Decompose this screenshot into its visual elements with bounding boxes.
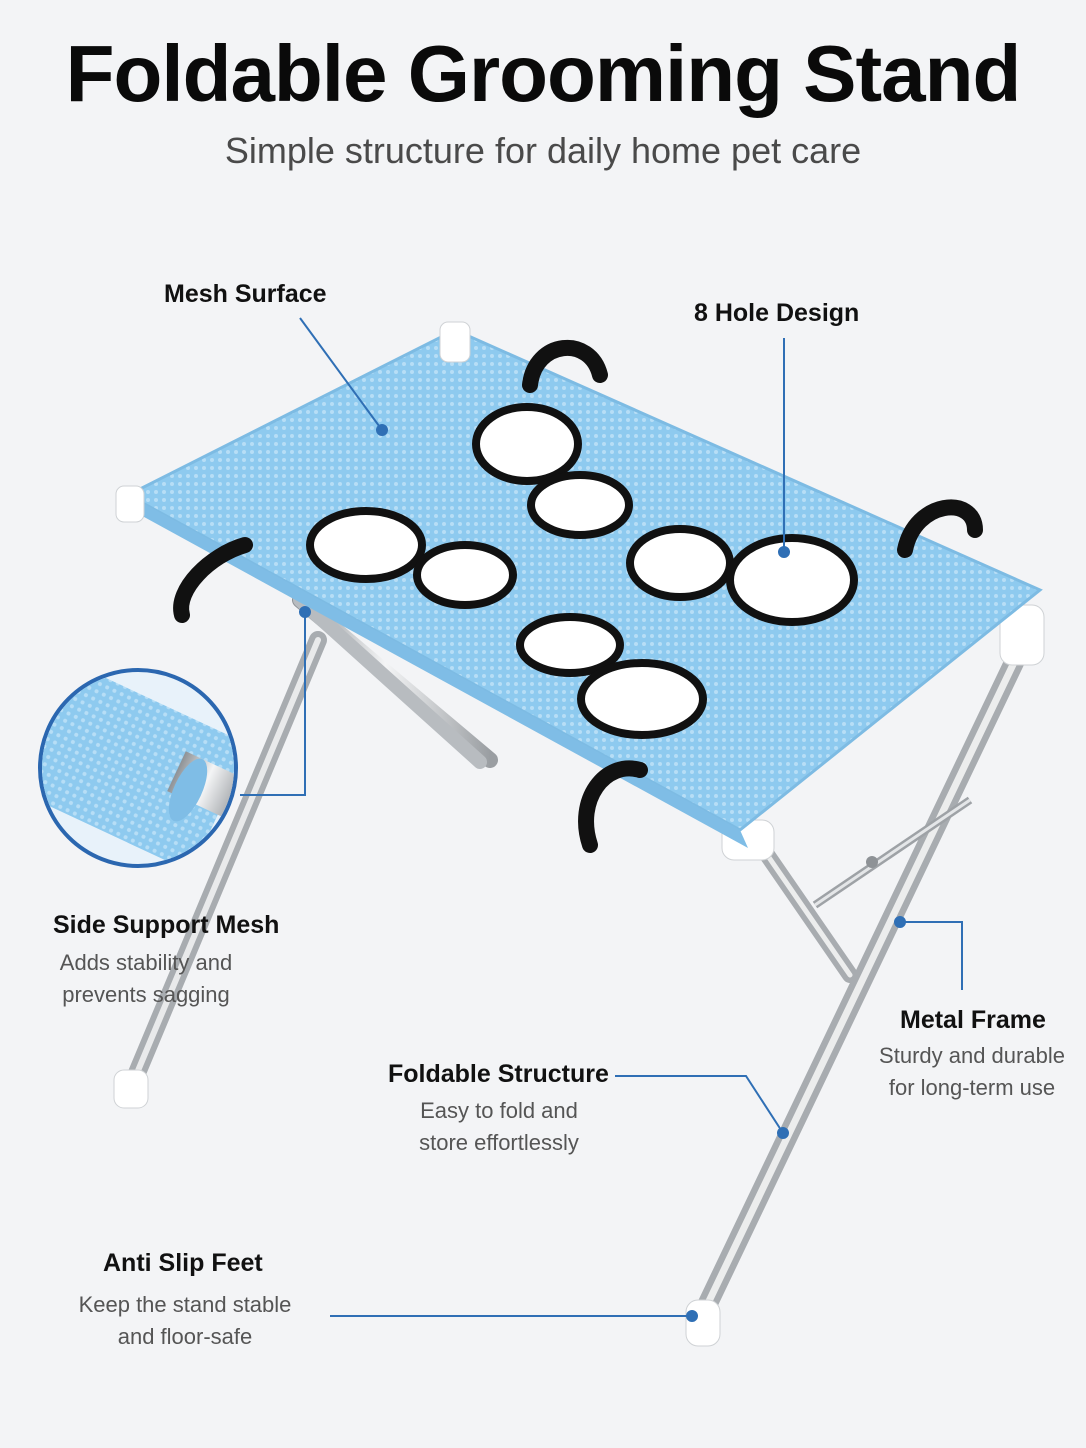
anti-slip-label: Anti Slip Feet [103,1249,263,1277]
hole [527,471,633,539]
hole [726,534,858,626]
hole-group [306,403,858,739]
mesh-surface [115,321,1043,848]
page-subtitle: Simple structure for daily home pet care [224,130,862,171]
mesh-surface-label: Mesh Surface [164,280,327,308]
callout-line-fold [615,1075,784,1134]
hole-design-label: 8 Hole Design [694,299,860,327]
back-legs [292,592,498,769]
hole [306,507,426,583]
right-legs [685,604,1045,1347]
foldable-structure-label: Foldable Structure [388,1060,609,1088]
callout-lines [240,317,963,1322]
side-support-desc: Adds stability and prevents sagging [59,950,233,1007]
hole [472,403,582,485]
handle-straps [173,340,983,853]
hole [577,659,707,739]
callout-line-side [240,612,306,796]
callout-line-frame [900,921,963,990]
front-left-leg [113,631,327,1109]
hole [516,613,624,677]
page-title: Foldable Grooming Stand [65,29,1022,118]
hole [413,541,517,609]
foldable-structure-desc: Easy to fold and store effortlessly [419,1098,579,1155]
metal-frame-desc: Sturdy and durable for long-term use [879,1043,1065,1100]
hole [626,525,734,601]
anti-slip-desc: Keep the stand stable and floor-safe [78,1292,292,1349]
callout-line-mesh [299,317,383,431]
metal-frame-label: Metal Frame [900,1006,1046,1034]
side-support-zoom [38,668,238,868]
side-support-label: Side Support Mesh [53,911,280,939]
